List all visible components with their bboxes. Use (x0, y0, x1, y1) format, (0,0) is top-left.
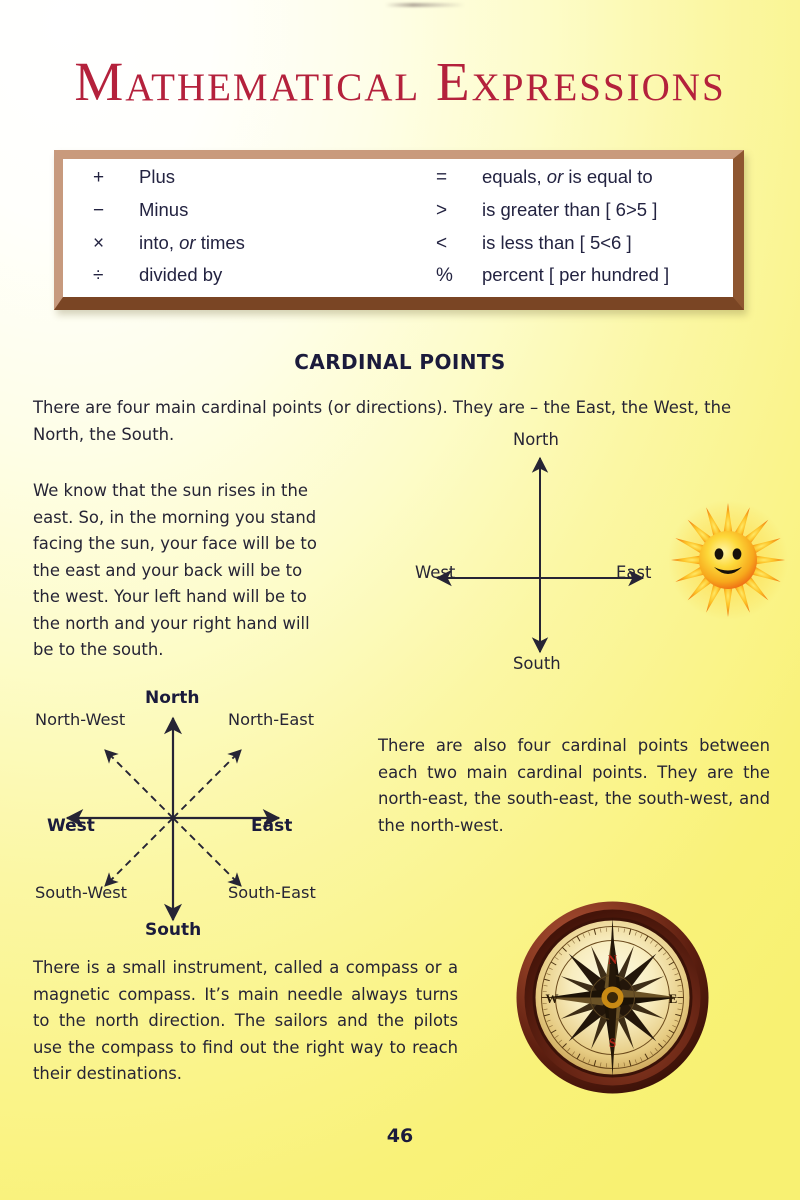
sun-icon (668, 500, 788, 620)
symbol-row: % percent [ per hundred ] (398, 264, 733, 297)
minus-symbol: − (93, 199, 105, 221)
compass-letter-west: W (546, 991, 559, 1006)
cross-label-north: North (513, 430, 559, 449)
compass-illustration: N S E W (516, 901, 709, 1094)
symbol-row: < is less than [ 5<6 ] (398, 232, 733, 265)
page-title: Mathematical Expressions (74, 51, 726, 112)
compass-letter-east: E (669, 991, 678, 1006)
compass-instrument-paragraph: There is a small instrument, called a co… (33, 958, 458, 1083)
rose-label-south-east: South-East (228, 883, 316, 902)
section-heading: CARDINAL POINTS (294, 350, 506, 374)
cross-label-south: South (513, 654, 561, 673)
symbol-meaning: into, or times (139, 232, 245, 254)
symbol-row: − Minus (63, 199, 398, 232)
intercardinal-paragraph: There are also four cardinal points betw… (378, 736, 770, 835)
symbol-meaning-post: times (195, 231, 245, 253)
cross-label-east: East (616, 563, 652, 582)
compass-rose-arrows-svg (65, 716, 281, 922)
symbol-column-left: + Plus − Minus × into, or times ÷ divide… (63, 166, 398, 297)
cross-arrows-svg (435, 456, 645, 654)
symbol-meaning: Minus (139, 198, 189, 220)
symbol-row: × into, or times (63, 232, 398, 265)
symbol-meaning: Plus (139, 166, 175, 187)
symbol-row: > is greater than [ 6>5 ] (398, 199, 733, 232)
magnetic-compass-photo: N S E W (515, 900, 710, 1095)
rose-label-south: South (145, 920, 202, 940)
cardinal-cross-diagram: North South West East (415, 430, 675, 680)
symbol-meaning-pre: equals, (482, 166, 547, 187)
rose-label-north-west: North-West (35, 710, 126, 729)
intro-paragraph: There are four main cardinal points (or … (33, 398, 732, 444)
symbol-meaning: equals, or is equal to (482, 166, 653, 188)
equals-symbol: = (436, 167, 448, 188)
symbol-meaning-post: is equal to (563, 166, 653, 187)
sun-illustration (663, 495, 793, 625)
symbol-meaning-emphasis: or (546, 166, 564, 187)
sun-direction-paragraph: We know that the sun rises in the east. … (33, 481, 317, 659)
plus-symbol: + (93, 167, 105, 188)
symbol-column-right: = equals, or is equal to > is greater th… (398, 166, 733, 297)
symbol-meaning-pre: into, (139, 231, 180, 253)
math-symbols-table: + Plus − Minus × into, or times ÷ divide… (54, 150, 744, 310)
page-number: 46 (386, 1125, 414, 1147)
greater-than-symbol: > (436, 199, 448, 221)
symbol-row: + Plus (63, 166, 398, 199)
less-than-symbol: < (436, 232, 448, 254)
compass-letter-south: S (609, 1035, 616, 1050)
symbol-row: = equals, or is equal to (398, 166, 733, 199)
symbol-meaning: is greater than [ 6>5 ] (482, 198, 658, 220)
percent-symbol: % (436, 265, 453, 287)
scan-artifact (385, 3, 465, 7)
symbol-meaning: divided by (139, 264, 223, 286)
symbol-meaning-emphasis: or (179, 231, 196, 253)
symbol-meaning: percent [ per hundred ] (482, 264, 670, 286)
symbol-meaning: is less than [ 5<6 ] (482, 231, 632, 253)
rose-label-west: West (47, 816, 95, 836)
divide-symbol: ÷ (93, 265, 104, 287)
eight-point-compass-diagram: North South West East North-West North-E… (25, 688, 355, 946)
rose-label-north-east: North-East (228, 710, 315, 729)
multiply-symbol: × (93, 232, 105, 254)
cross-label-west: West (415, 563, 456, 582)
rose-label-south-west: South-West (35, 883, 128, 902)
rose-label-east: East (251, 816, 293, 836)
compass-letter-north: N (608, 952, 618, 967)
rose-label-north: North (145, 688, 200, 708)
symbol-row: ÷ divided by (63, 264, 398, 297)
